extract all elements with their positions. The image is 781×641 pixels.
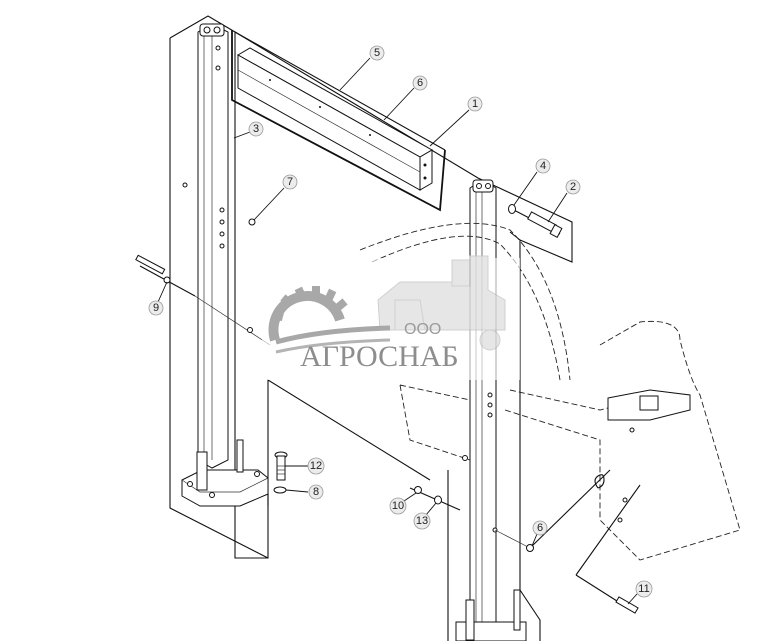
callout-7: 7 — [282, 174, 298, 190]
watermark-logo: ООО АГРОСНАБ — [262, 255, 520, 380]
callout-6-upper: 6 — [412, 75, 428, 91]
left-post — [181, 23, 269, 507]
callout-10: 10 — [389, 497, 407, 515]
washer-13 — [434, 495, 442, 505]
logo-company-name: АГРОСНАБ — [300, 340, 459, 373]
washer-8 — [273, 486, 287, 494]
svg-text:12: 12 — [310, 460, 322, 472]
beam-box — [236, 47, 434, 191]
bolt-11 — [615, 596, 639, 614]
callout-6-lower: 6 — [532, 520, 548, 536]
svg-text:1: 1 — [472, 98, 478, 110]
machine-outline — [359, 222, 741, 561]
callout-4: 4 — [535, 158, 551, 174]
svg-text:13: 13 — [416, 515, 428, 527]
callout-3: 3 — [248, 121, 264, 137]
callout-1: 1 — [467, 96, 483, 112]
washer-4 — [508, 204, 516, 214]
callout-5: 5 — [369, 45, 385, 61]
callout-12: 12 — [307, 457, 325, 475]
callout-9: 9 — [148, 300, 164, 316]
bolt-9 — [135, 254, 171, 284]
logo-prefix: ООО — [404, 321, 441, 338]
washer-7 — [248, 218, 256, 226]
callout-13: 13 — [413, 512, 431, 530]
svg-text:10: 10 — [392, 500, 404, 512]
svg-text:6: 6 — [537, 522, 543, 534]
callout-leaders — [157, 57, 638, 605]
svg-text:4: 4 — [540, 160, 546, 172]
gear-icon — [268, 286, 348, 342]
washer-6-lower — [526, 544, 534, 552]
callout-2: 2 — [565, 179, 581, 195]
nut-10 — [414, 486, 422, 494]
svg-text:8: 8 — [313, 486, 319, 498]
svg-text:7: 7 — [287, 176, 293, 188]
bolt-2 — [527, 211, 563, 238]
callout-11: 11 — [635, 580, 653, 598]
svg-text:2: 2 — [570, 181, 576, 193]
callout-8: 8 — [308, 484, 324, 500]
bolt-12 — [274, 451, 288, 481]
svg-text:5: 5 — [374, 47, 380, 59]
right-post — [447, 179, 541, 641]
combine-harvester-icon — [377, 255, 506, 351]
svg-text:11: 11 — [638, 583, 649, 595]
svg-text:6: 6 — [417, 77, 423, 89]
svg-text:3: 3 — [253, 123, 259, 135]
svg-text:9: 9 — [153, 302, 159, 314]
top-beam-plate — [231, 30, 573, 263]
